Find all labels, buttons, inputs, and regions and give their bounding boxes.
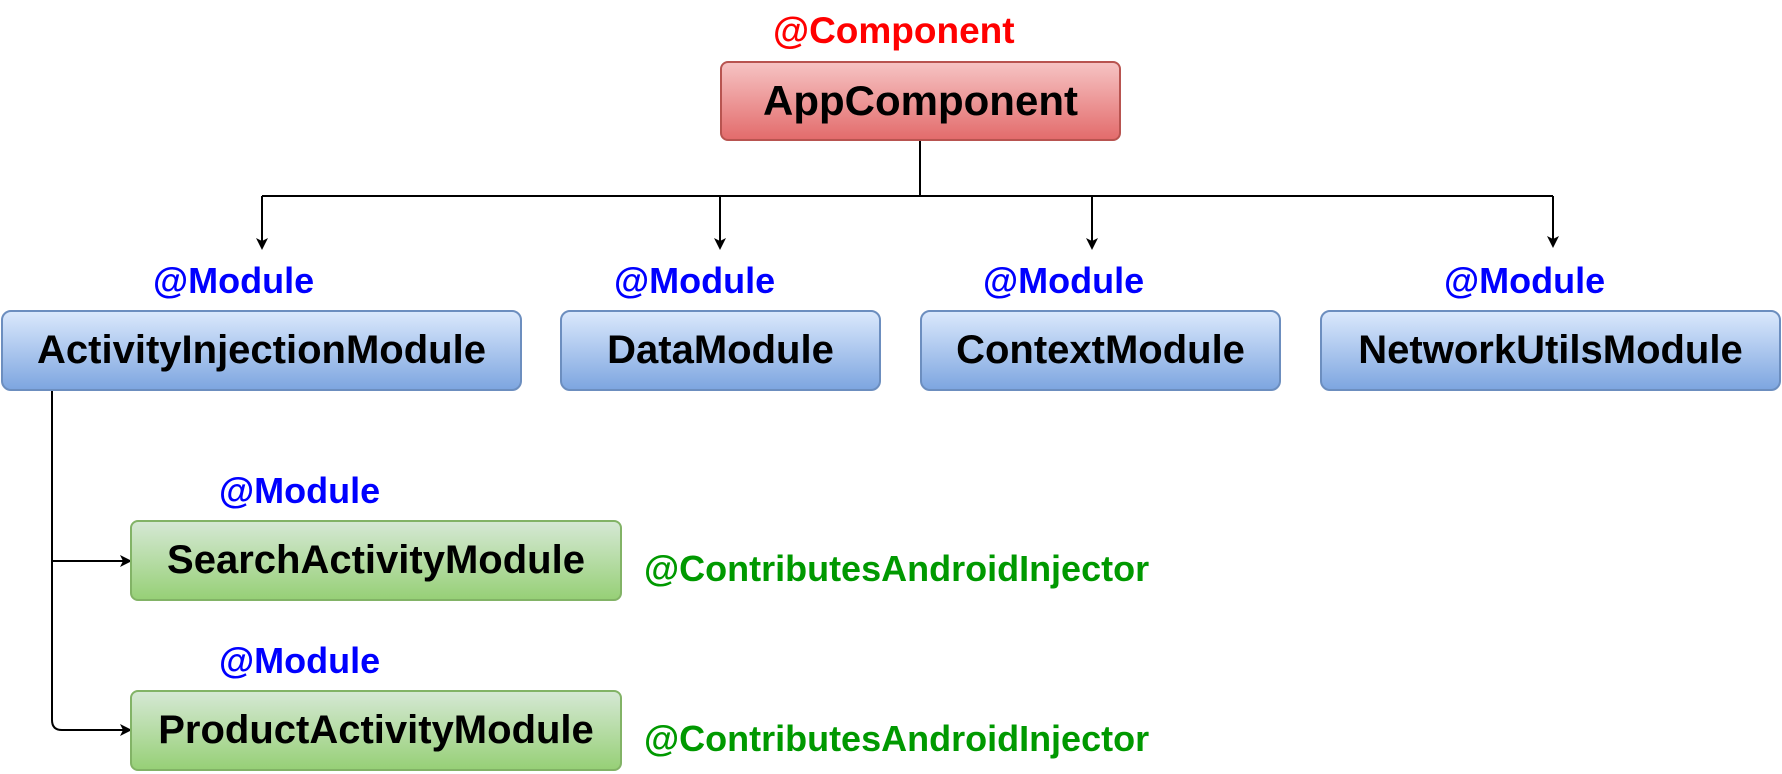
app-component-box: AppComponent <box>720 61 1121 141</box>
product-activity-module-box: ProductActivityModule <box>130 690 622 771</box>
data-module-label: DataModule <box>607 328 834 372</box>
context-module-label: ContextModule <box>956 328 1245 372</box>
activity-injection-module-box: ActivityInjectionModule <box>1 310 522 391</box>
app-component-label: AppComponent <box>763 77 1078 124</box>
connector-submodule-trunk <box>51 390 132 736</box>
context-module-box: ContextModule <box>920 310 1281 391</box>
contributes-android-injector-annotation: @ContributesAndroidInjector <box>644 548 1150 589</box>
module-annotation: @Module <box>1444 260 1606 301</box>
search-activity-module-label: SearchActivityModule <box>167 538 585 582</box>
module-annotation: @Module <box>153 260 315 301</box>
product-activity-module-label: ProductActivityModule <box>158 708 594 752</box>
search-activity-module-box: SearchActivityModule <box>130 520 622 601</box>
component-annotation: @Component <box>773 10 1015 51</box>
network-utils-module-label: NetworkUtilsModule <box>1358 328 1743 372</box>
contributes-android-injector-annotation: @ContributesAndroidInjector <box>644 718 1150 759</box>
module-annotation: @Module <box>983 260 1145 301</box>
data-module-box: DataModule <box>560 310 881 391</box>
module-annotation: @Module <box>219 640 381 681</box>
activity-injection-module-label: ActivityInjectionModule <box>37 328 486 372</box>
module-annotation: @Module <box>219 470 381 511</box>
module-annotation: @Module <box>614 260 776 301</box>
network-utils-module-box: NetworkUtilsModule <box>1320 310 1781 391</box>
